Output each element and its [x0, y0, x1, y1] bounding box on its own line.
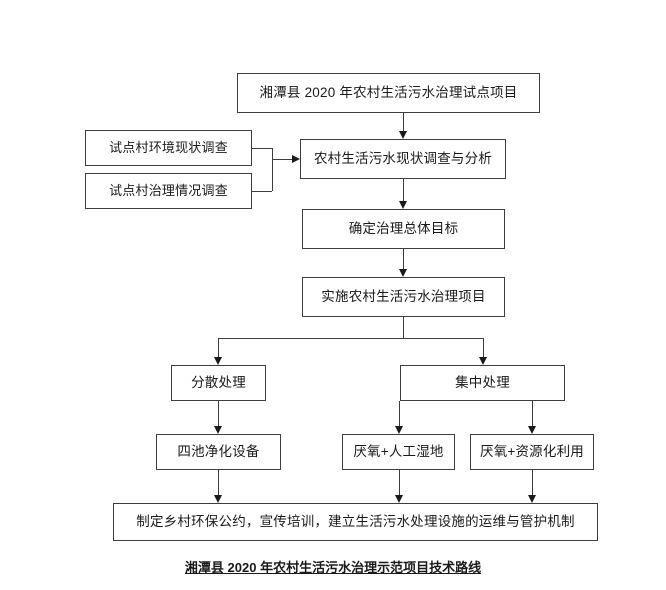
- arrowhead-analysis-to-goal: [398, 201, 407, 209]
- node-analysis: 农村生活污水现状调查与分析: [300, 139, 506, 179]
- node-project-label: 湘潭县 2020 年农村生活污水治理试点项目: [259, 84, 518, 100]
- node-anaerobic-resource-label: 厌氧+资源化利用: [480, 443, 584, 459]
- node-four-pond-purification-label: 四池净化设备: [177, 443, 260, 459]
- node-implement-label: 实施农村生活污水治理项目: [321, 288, 486, 304]
- node-survey-gov: 试点村治理情况调查: [85, 173, 252, 209]
- connector-fourpond-to-mechanism: [218, 470, 219, 495]
- connector-survey-bracket: [272, 148, 273, 191]
- connector-implement-stem: [403, 317, 404, 338]
- node-anaerobic-wetland: 厌氧+人工湿地: [342, 434, 455, 470]
- arrowhead-fourpond-to-mechanism: [213, 495, 222, 503]
- arrowhead-project-to-analysis: [398, 131, 407, 139]
- arrowhead-bus-to-decentral: [213, 357, 222, 365]
- connector-decentral-to-fourpond: [218, 401, 219, 426]
- node-analysis-label: 农村生活污水现状调查与分析: [313, 150, 493, 166]
- node-centralized-treatment-label: 集中处理: [455, 374, 510, 390]
- node-decentralized-treatment-label: 分散处理: [191, 374, 246, 390]
- arrowhead-resource-to-mechanism: [527, 495, 536, 503]
- connector-survey-gov-stub: [252, 191, 272, 192]
- node-survey-env: 试点村环境现状调查: [85, 130, 252, 166]
- node-four-pond-purification: 四池净化设备: [156, 434, 281, 470]
- node-centralized-treatment: 集中处理: [400, 365, 565, 401]
- node-management-mechanism: 制定乡村环保公约，宣传培训，建立生活污水处理设施的运维与管护机制: [113, 503, 598, 541]
- connector-split-bus: [218, 338, 483, 339]
- node-goal: 确定治理总体目标: [302, 209, 505, 249]
- arrowhead-wetland-to-mechanism: [394, 495, 403, 503]
- arrowhead-central-to-resource: [527, 426, 536, 434]
- connector-resource-to-mechanism: [532, 470, 533, 495]
- node-goal-label: 确定治理总体目标: [348, 220, 459, 236]
- node-project: 湘潭县 2020 年农村生活污水治理试点项目: [237, 73, 540, 113]
- connector-goal-to-implement: [403, 249, 404, 269]
- node-implement: 实施农村生活污水治理项目: [302, 277, 505, 317]
- connector-bus-to-decentral: [218, 338, 219, 357]
- node-management-mechanism-label: 制定乡村环保公约，宣传培训，建立生活污水处理设施的运维与管护机制: [136, 513, 575, 529]
- node-anaerobic-wetland-label: 厌氧+人工湿地: [353, 443, 444, 459]
- arrowhead-decentral-to-fourpond: [213, 426, 222, 434]
- arrowhead-survey-to-analysis: [292, 154, 300, 163]
- connector-survey-env-stub: [252, 148, 272, 149]
- connector-project-to-analysis: [403, 113, 404, 131]
- connector-survey-to-analysis: [272, 159, 292, 160]
- node-survey-gov-label: 试点村治理情况调查: [109, 183, 228, 199]
- node-decentralized-treatment: 分散处理: [171, 365, 266, 401]
- diagram-caption: 湘潭县 2020 年农村生活污水治理示范项目技术路线: [184, 560, 482, 575]
- arrowhead-bus-to-central: [478, 357, 487, 365]
- connector-bus-to-central: [483, 338, 484, 357]
- connector-central-to-wetland: [399, 401, 400, 426]
- connector-analysis-to-goal: [403, 179, 404, 201]
- node-survey-env-label: 试点村环境现状调查: [109, 140, 228, 156]
- arrowhead-central-to-wetland: [394, 426, 403, 434]
- node-anaerobic-resource: 厌氧+资源化利用: [470, 434, 594, 470]
- connector-wetland-to-mechanism: [399, 470, 400, 495]
- arrowhead-goal-to-implement: [398, 269, 407, 277]
- connector-central-to-resource: [532, 401, 533, 426]
